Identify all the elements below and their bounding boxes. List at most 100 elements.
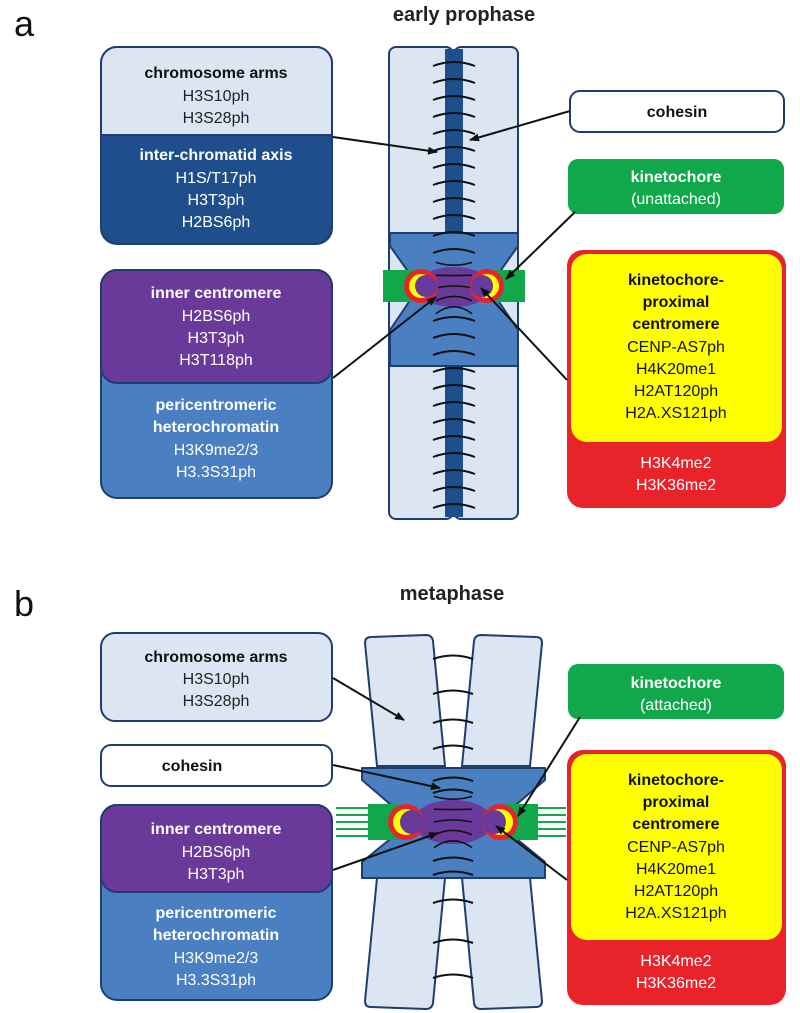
cohesin-ring-a	[432, 418, 476, 424]
panel-b-title: metaphase	[400, 583, 505, 605]
pericentromeric-title-a-1: heterochromatin	[153, 419, 279, 436]
arrow-kp-a	[480, 287, 568, 381]
chromosome-arms-title-b: chromosome arms	[144, 649, 287, 666]
box-group-centromere-a: inner centromere H2BS6ph H3T3ph H3T118ph…	[100, 269, 333, 499]
chromosome-arms-line-a-0: H3S10ph	[183, 88, 250, 105]
panel-a-letter: a	[14, 3, 35, 44]
cohesin-ring-a	[432, 78, 476, 84]
cohesin-ring-a	[432, 435, 476, 441]
cohesin-ring-b	[432, 898, 474, 904]
microtubules-left	[336, 807, 372, 837]
kinetochore-proximal-box-a: kinetochore- proximal centromere CENP-AS…	[567, 250, 786, 508]
cohesin-ring-b	[432, 776, 474, 782]
cohesin-ring-a	[432, 95, 476, 101]
inner-centromere-title-a: inner centromere	[151, 285, 282, 302]
pericentromeric-line-a-1: H3.3S31ph	[176, 464, 256, 481]
cohesin-ring-b	[432, 973, 474, 979]
centromere-arc-a	[435, 261, 473, 266]
kinetochore-right-a	[470, 269, 525, 303]
arrow-kinetochore-b	[517, 716, 581, 817]
pericentromeric-line-a-0: H3K9me2/3	[174, 442, 259, 459]
cohesin-box-a: cohesin	[569, 90, 785, 133]
chromosome-arms-line-a-1: H3S28ph	[183, 110, 250, 127]
cohesin-ring-a	[432, 61, 476, 67]
kp-line-b-1: H4K20me1	[636, 861, 716, 878]
arrow-cohesin-a	[469, 110, 571, 142]
kinetochore-box-b: kinetochore (attached)	[568, 664, 784, 719]
centromere-arc-b	[433, 840, 473, 849]
arrows-b	[332, 677, 581, 881]
cohesin-ring-a	[432, 214, 476, 220]
kp-title-b-0: kinetochore-	[628, 772, 724, 789]
cohesin-box-b: cohesin	[100, 744, 333, 787]
cohesin-ring-a	[432, 503, 476, 509]
cohesin-ring-a	[432, 401, 476, 407]
cohesin-ring-a	[432, 231, 476, 237]
panel-a-title: early prophase	[393, 4, 535, 26]
kp-title-a-2: centromere	[632, 316, 719, 333]
cohesin-ring-a	[432, 486, 476, 492]
cohesin-rings-a	[432, 61, 476, 509]
box-group-centromere-b: inner centromere H2BS6ph H3T3ph pericent…	[100, 804, 333, 1001]
arrow-cohesin-b	[332, 764, 441, 791]
red-marks-line-b-0: H3K4me2	[640, 953, 711, 970]
cohesin-label-b: cohesin	[162, 758, 222, 775]
red-marks-line-b-1: H3K36me2	[636, 975, 716, 992]
centromere-arc-b	[433, 819, 473, 823]
cohesin-rings-b	[432, 654, 474, 979]
kinetochore-left-b	[368, 804, 424, 840]
cohesin-ring-b	[432, 870, 474, 876]
red-marks-line-a-0: H3K4me2	[640, 455, 711, 472]
kinetochore-proximal-box-b: kinetochore- proximal centromere CENP-AS…	[567, 750, 786, 1005]
kp-line-a-2: H2AT120ph	[634, 383, 718, 400]
centromere-arc-b	[433, 795, 473, 800]
cohesin-ring-b	[432, 689, 474, 695]
cohesin-ring-a	[432, 367, 476, 373]
chromatid-lower-right	[460, 877, 544, 1011]
kp-line-a-3: H2A.XS121ph	[625, 405, 726, 422]
kinetochore-box-a: kinetochore (unattached)	[568, 159, 784, 214]
kp-line-b-2: H2AT120ph	[634, 883, 718, 900]
chromosome-arms-line-b-0: H3S10ph	[183, 671, 250, 688]
cohesin-ring-b	[432, 938, 474, 944]
kp-line-b-0: CENP-AS7ph	[627, 839, 725, 856]
inner-centromere-line-a-2: H3T118ph	[179, 352, 253, 369]
arrow-axis-a	[332, 136, 438, 155]
arrow-inner-centromere-a	[332, 296, 437, 379]
arrow-arms-b	[332, 677, 405, 721]
kinetochore-right-b	[482, 804, 538, 840]
chromosome-arms-line-b-1: H3S28ph	[183, 693, 250, 710]
red-marks-line-a-1: H3K36me2	[636, 477, 716, 494]
cohesin-ring-a	[432, 163, 476, 169]
kinetochore-left-a	[383, 269, 438, 303]
pericentromeric-title-b-1: heterochromatin	[153, 927, 279, 944]
kinetochore-title-a: kinetochore	[631, 169, 722, 186]
centromere-arcs-b	[433, 795, 473, 849]
pericentromeric-line-b-1: H3.3S31ph	[176, 972, 256, 989]
chromatid-upper-right	[460, 633, 544, 767]
kinetochore-subtitle-a: (unattached)	[631, 191, 721, 208]
cohesin-ring-a	[432, 316, 476, 322]
pericentromeric-title-b-0: pericentromeric	[156, 905, 277, 922]
arrows-a	[332, 110, 576, 381]
cohesin-ring-a	[432, 384, 476, 390]
arrow-kinetochore-a	[505, 211, 576, 280]
cohesin-ring-b	[432, 654, 474, 660]
inner-centromere-line-b-0: H2BS6ph	[182, 844, 251, 861]
inner-centromere-line-a-1: H3T3ph	[188, 330, 245, 347]
kinetochore-title-b: kinetochore	[631, 675, 722, 692]
inter-chromatid-axis-line-2: H2BS6ph	[182, 214, 251, 231]
cohesin-ring-a	[432, 469, 476, 475]
cohesin-ring-a	[432, 452, 476, 458]
chromosome-arms-title-a: chromosome arms	[144, 65, 287, 82]
chromosome-arms-box-b: chromosome arms H3S10ph H3S28ph	[100, 632, 333, 722]
centromere-arc-a	[435, 295, 473, 302]
centromere-arcs-a	[435, 261, 473, 315]
cohesin-ring-a	[432, 180, 476, 186]
inner-centromere-title-b: inner centromere	[151, 821, 282, 838]
kp-line-b-3: H2A.XS121ph	[625, 905, 726, 922]
kp-title-a-1: proximal	[643, 294, 710, 311]
inter-chromatid-axis-line-0: H1S/T17ph	[176, 170, 257, 187]
chromatid-upper-left	[363, 633, 447, 767]
